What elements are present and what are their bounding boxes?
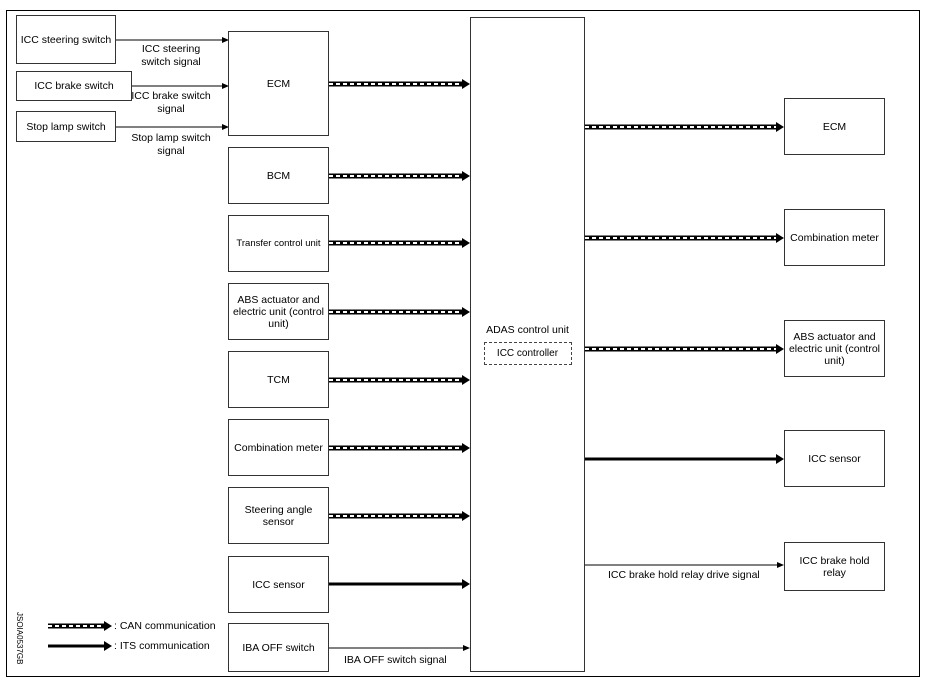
left-transfer-control-unit-box: Transfer control unit	[228, 215, 329, 272]
right-combination-meter-box: Combination meter	[784, 209, 885, 266]
diagram-frame	[6, 10, 920, 677]
left-steering-angle-sensor-label: Steering angle sensor	[244, 503, 313, 528]
icc-steering-switch-label: ICC steering switch	[20, 33, 112, 46]
right-abs-actuator-label: ABS actuator and electric unit (control …	[788, 330, 881, 367]
adas-content: ADAS control unit ICC controller	[483, 324, 572, 365]
left-tcm-box: TCM	[228, 351, 329, 408]
stop-lamp-switch-signal-label: Stop lamp switch signal	[131, 132, 211, 157]
legend-can-line	[48, 621, 112, 631]
right-ecm-label: ECM	[822, 120, 847, 133]
right-icc-sensor-box: ICC sensor	[784, 430, 885, 487]
left-bcm-box: BCM	[228, 147, 329, 204]
icc-controller-box: ICC controller	[483, 342, 572, 365]
adas-control-unit-label: ADAS control unit	[486, 324, 569, 336]
left-iba-off-switch-box: IBA OFF switch	[228, 623, 329, 672]
icc-brake-switch-label: ICC brake switch	[34, 80, 114, 92]
left-abs-actuator-box: ABS actuator and electric unit (control …	[228, 283, 329, 340]
right-icc-brake-hold-relay-label: ICC brake hold relay	[799, 554, 870, 579]
stop-lamp-switch-box: Stop lamp switch	[16, 111, 116, 142]
icc-steering-switch-signal-label: ICC steering switch signal	[141, 43, 201, 68]
stop-lamp-switch-label: Stop lamp switch	[26, 120, 106, 133]
right-ecm-box: ECM	[784, 98, 885, 155]
left-combination-meter-box: Combination meter	[228, 419, 329, 476]
left-bcm-label: BCM	[266, 169, 291, 182]
icc-brake-hold-relay-drive-signal-label: ICC brake hold relay drive signal	[608, 569, 760, 581]
icc-brake-switch-box: ICC brake switch	[16, 71, 132, 101]
right-abs-actuator-box: ABS actuator and electric unit (control …	[784, 320, 885, 377]
left-steering-angle-sensor-box: Steering angle sensor	[228, 487, 329, 544]
can-lines-right	[585, 122, 784, 354]
adas-control-unit-box: ADAS control unit ICC controller	[470, 17, 585, 672]
left-transfer-control-unit-label: Transfer control unit	[236, 237, 321, 249]
right-combination-meter-label: Combination meter	[790, 231, 879, 244]
figure-code: JSOIA0537GB	[15, 612, 24, 665]
left-iba-off-switch-label: IBA OFF switch	[242, 641, 315, 654]
left-icc-sensor-box: ICC sensor	[228, 556, 329, 613]
iba-off-switch-signal-label: IBA OFF switch signal	[344, 654, 447, 666]
can-lines-left	[329, 79, 470, 521]
right-icc-brake-hold-relay-box: ICC brake hold relay	[784, 542, 885, 591]
left-combination-meter-label: Combination meter	[234, 441, 323, 454]
icc-brake-switch-signal-label: ICC brake switch signal	[131, 90, 211, 115]
right-icc-sensor-label: ICC sensor	[808, 452, 861, 465]
legend-its-label: : ITS communication	[114, 640, 210, 652]
legend-can-label: : CAN communication	[114, 620, 216, 632]
left-tcm-label: TCM	[267, 373, 290, 386]
left-ecm-box: ECM	[228, 31, 329, 136]
left-abs-actuator-label: ABS actuator and electric unit (control …	[232, 293, 325, 330]
icc-controller-label: ICC controller	[496, 347, 559, 359]
icc-steering-switch-box: ICC steering switch	[16, 15, 116, 64]
left-ecm-label: ECM	[266, 77, 291, 90]
legend-its-line	[48, 641, 112, 651]
left-icc-sensor-label: ICC sensor	[252, 578, 305, 591]
